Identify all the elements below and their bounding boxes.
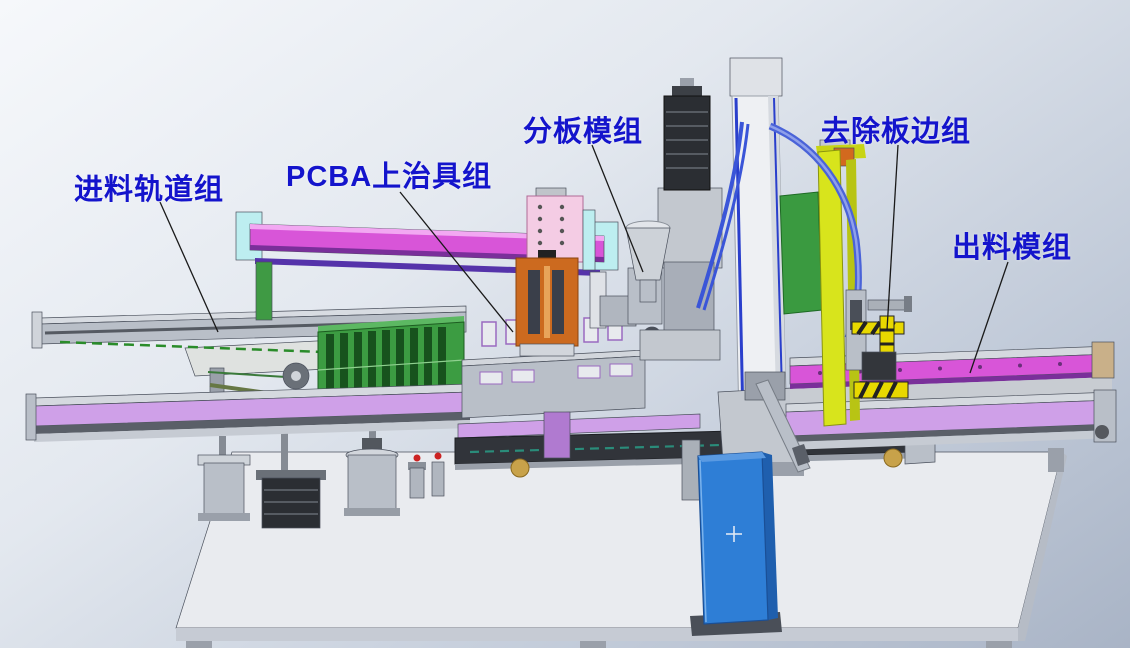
leader-pcba-jig [399,191,514,333]
dust-funnel [625,227,671,281]
spindle-motor [663,95,711,191]
pusher-cylinder [744,371,811,473]
jig-slide-rail [519,343,575,357]
base-right-edge [1018,452,1067,641]
label-pcba-jig-group: PCBA上治具组 [286,161,493,193]
valve-knob [434,452,442,460]
label-infeed-rail-group: 进料轨道组 [74,174,225,206]
gripper-body [861,351,897,381]
fixture-block [511,369,535,383]
label-board-edge-removal-group: 去除板边组 [821,116,972,148]
jig-clamp [481,321,497,347]
drive-belt [207,371,287,378]
drive-belt-line [696,121,744,309]
motor-cylinder [203,462,245,516]
motor-cylinder [347,454,397,511]
base-foot [986,641,1012,648]
drive-belt-line [702,123,750,311]
beam-post-left [255,261,273,321]
jig-lift-block [543,411,571,459]
rail-end-cap [1091,341,1115,379]
actuator-box [681,439,782,636]
base-front-edge [176,628,1018,641]
infeed-lower-rail [25,383,471,442]
fixture-block [609,363,633,377]
motor-base [198,513,250,521]
rail-end-cap [31,311,43,349]
pneumatic-valve [409,467,425,499]
jig-slide-slot [528,270,540,334]
blue-panel [697,451,769,625]
rail-end-cap [25,393,37,441]
vertical-frame [817,149,847,427]
base-foot [186,641,212,648]
support-foot [1048,448,1064,472]
belt-roller [510,458,530,478]
jig-fixture-plate [461,315,646,419]
motor-mount [256,470,326,480]
label-depaneling-module: 分板模组 [523,116,644,148]
base-foot [580,641,606,648]
infeed-drive-units [197,428,445,529]
pcba-jig-group [515,187,596,459]
fixture-block [479,371,503,385]
label-outfeed-module: 出料模组 [952,232,1073,264]
jig-knob [538,250,556,260]
jig-slide-slot [552,270,564,334]
beam-under-rail [255,258,600,276]
motor-base [344,508,400,516]
leader-edge-removal [886,144,899,331]
motor-shaft [281,432,288,472]
leader-depaneling [591,144,644,273]
belt-roller [883,448,903,468]
leader-outfeed [969,261,1009,374]
gripper-cylinder [867,299,907,311]
leader-infeed [159,201,219,333]
leader-lines [159,144,1009,374]
fixture-block [577,365,601,379]
column-top-cap [729,57,783,97]
mounting-plate [779,191,823,315]
end-roller [1095,425,1109,439]
motor-shaft [219,436,226,458]
jig-plate [526,195,584,263]
valve-knob [413,454,421,462]
pneumatic-valve [431,461,445,497]
belt-line [59,340,323,354]
machine-base [175,451,1067,648]
gantry-beam [235,211,619,329]
board-edge-removal-group [768,122,912,427]
depaneling-module [599,57,804,476]
